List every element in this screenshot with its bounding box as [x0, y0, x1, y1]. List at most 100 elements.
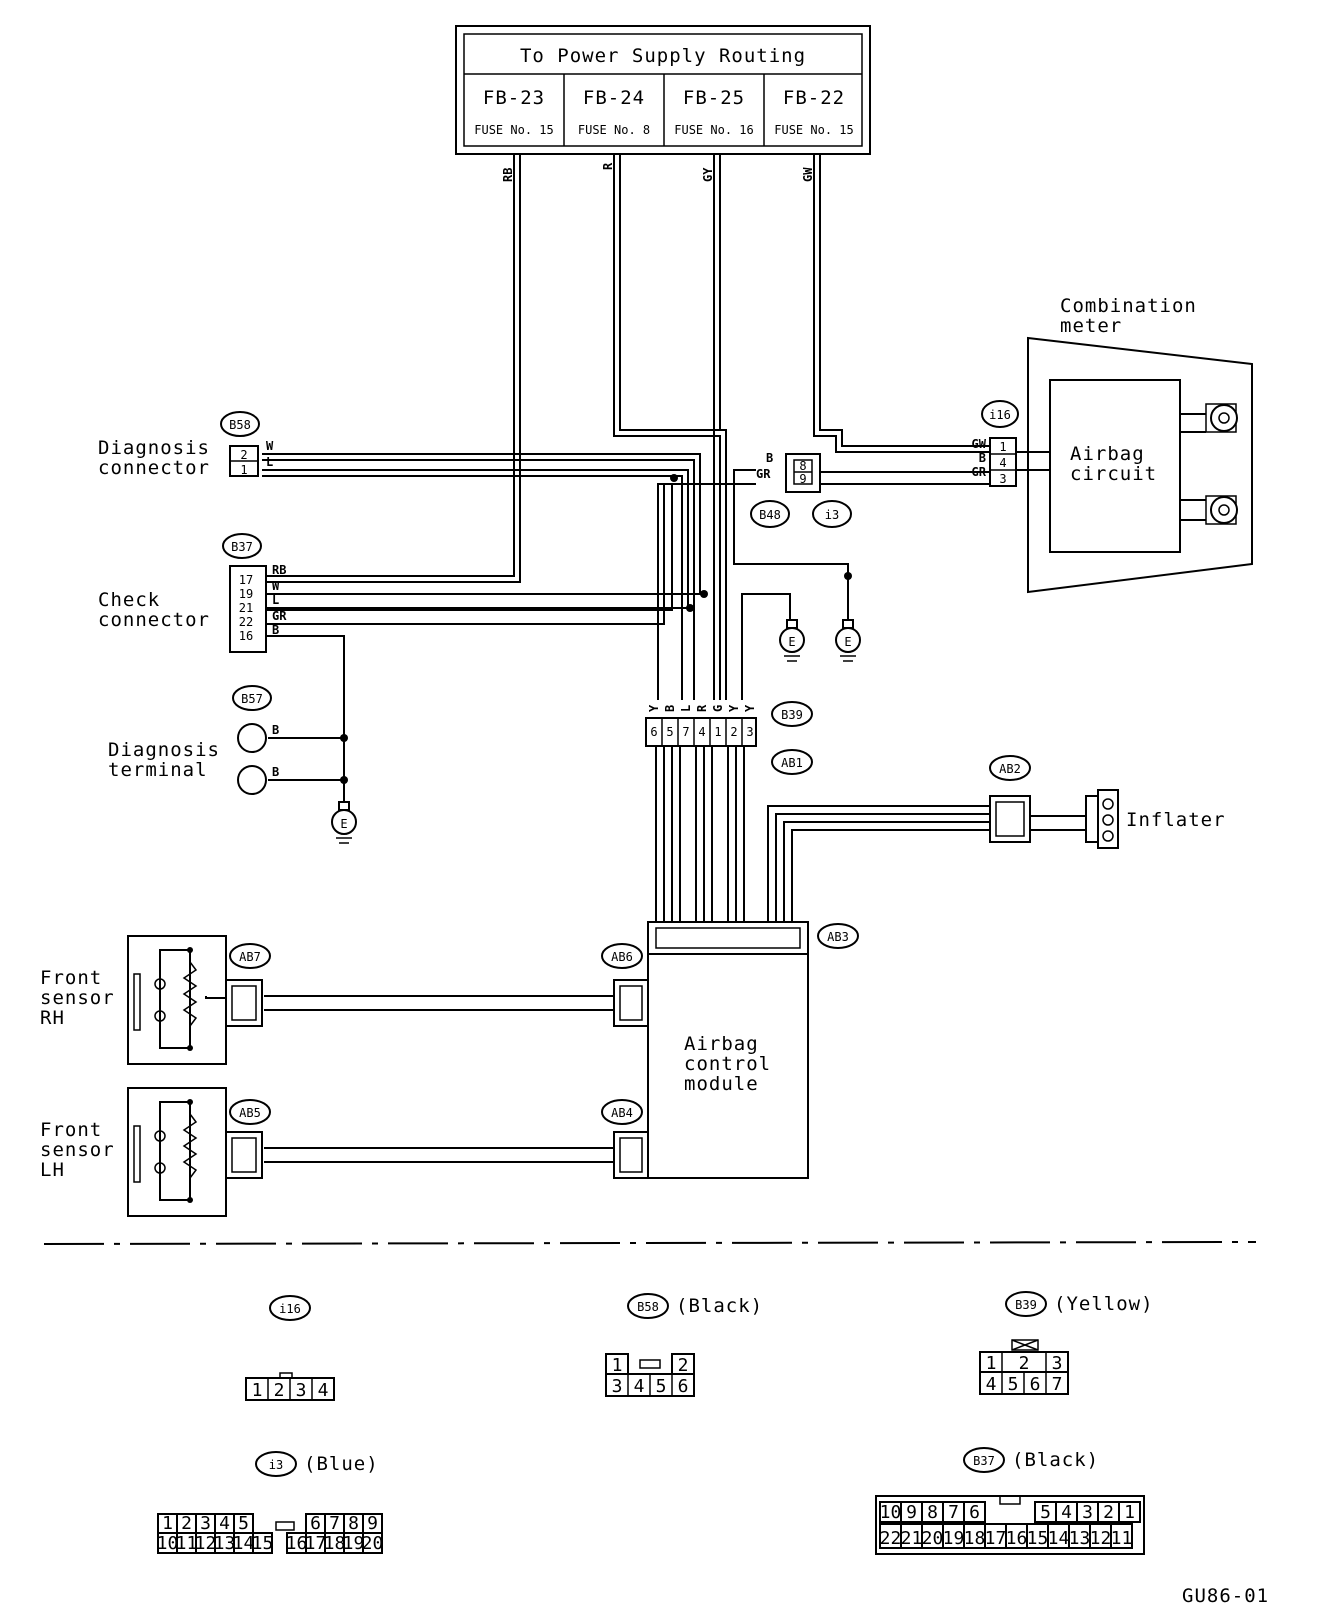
- b37-pin-16: 16: [239, 629, 253, 643]
- b39-view-pin: 3: [1052, 1353, 1063, 1374]
- b37-wire-w: W: [272, 579, 280, 593]
- fuse-number-15a: FUSE No. 15: [474, 123, 553, 137]
- pin-number: 15: [1027, 1528, 1049, 1549]
- front-sensor-lh-label-2: sensor: [40, 1139, 115, 1161]
- pin-number: 11: [176, 1533, 198, 1554]
- pin-number: 4: [219, 1513, 230, 1534]
- pin-number: 21: [901, 1528, 923, 1549]
- b37-wire-l: L: [272, 593, 279, 607]
- svg-text:E: E: [340, 817, 347, 831]
- b39-view-pin: 5: [1008, 1374, 1019, 1395]
- fuse-connector-fb24: FB-24: [583, 87, 645, 109]
- connector-b58-tag: B58: [229, 418, 251, 432]
- front-sensor-lh-label: Front: [40, 1119, 102, 1141]
- b39-view-pin: 2: [1019, 1353, 1030, 1374]
- inflater-pin-icon: [1102, 814, 1114, 826]
- b37-pin-17: 17: [239, 573, 253, 587]
- pin-number: 7: [329, 1513, 340, 1534]
- pin-number: 14: [1048, 1528, 1070, 1549]
- b37-wire-gr: GR: [272, 609, 287, 623]
- inflater: AB2 Inflater: [989, 755, 1226, 849]
- b39-pin: 5: [666, 725, 673, 739]
- b39-view-pin: 4: [986, 1374, 997, 1395]
- section-divider: [43, 1241, 1257, 1245]
- wire-label-gy: GY: [701, 167, 715, 182]
- b48-pin-8: 8: [799, 459, 806, 473]
- front-sensor-lh-label-3: LH: [40, 1159, 65, 1181]
- fuse-connector-fb25: FB-25: [683, 87, 745, 109]
- b39-wire-label: Y: [743, 704, 757, 712]
- connector-ab6-tag: AB6: [611, 950, 633, 964]
- b37-wire-rb: RB: [272, 563, 286, 577]
- pin-number: 5: [238, 1513, 249, 1534]
- airbag-circuit-label-2: circuit: [1070, 463, 1157, 485]
- b39-wire-label: G: [711, 705, 725, 712]
- pin-number: 14: [233, 1533, 255, 1554]
- pin-number: 16: [1006, 1528, 1028, 1549]
- diagnosis-terminal: B57 Diagnosis terminal B B: [108, 685, 279, 795]
- connector-view-b58-color: (Black): [676, 1295, 763, 1317]
- connector-view-i3-tag: i3: [269, 1458, 283, 1472]
- b39-pin: 7: [682, 725, 689, 739]
- i16-pin-4: 4: [999, 456, 1006, 470]
- pin-number: 3: [200, 1513, 211, 1534]
- ground-icon: E: [835, 619, 861, 662]
- terminal-icon: [237, 723, 267, 753]
- connector-ab7-tag: AB7: [239, 950, 261, 964]
- b58-view-pin: 5: [656, 1376, 667, 1397]
- pin-number: 3: [1082, 1502, 1093, 1523]
- b39-pin: 1: [714, 725, 721, 739]
- b58-view-pin: 3: [612, 1376, 623, 1397]
- b39-pin: 2: [730, 725, 737, 739]
- combination-meter-label: Combination: [1060, 295, 1197, 317]
- connector-b57-tag: B57: [241, 692, 263, 706]
- power-supply-title: To Power Supply Routing: [520, 45, 806, 67]
- b37-pin-21: 21: [239, 601, 253, 615]
- b57-wire-b: B: [272, 723, 279, 737]
- figure-code: GU86-01: [1182, 1585, 1269, 1607]
- i16-view-pin: 2: [274, 1380, 285, 1401]
- ground-icon: E: [779, 619, 805, 662]
- pin-number: 1: [1124, 1502, 1135, 1523]
- b37-pin-22: 22: [239, 615, 253, 629]
- b48-pin-9: 9: [799, 472, 806, 486]
- i16-pin-1: 1: [999, 440, 1006, 454]
- pin-number: 18: [324, 1533, 346, 1554]
- pin-number: 20: [362, 1533, 384, 1554]
- i16-view-pin: 4: [318, 1380, 329, 1401]
- b39-pin: 3: [746, 725, 753, 739]
- b37-pin-19: 19: [239, 587, 253, 601]
- combination-meter-label-2: meter: [1060, 315, 1122, 337]
- fuse-number-8: FUSE No. 8: [578, 123, 650, 137]
- fuse-connector-fb22: FB-22: [783, 87, 845, 109]
- b58-wire-w: W: [266, 439, 274, 453]
- b39-wire-label: R: [695, 704, 709, 712]
- i16-view-pin: 3: [296, 1380, 307, 1401]
- b39-wire-label: Y: [727, 704, 741, 712]
- pin-number: 6: [310, 1513, 321, 1534]
- pin-number: 10: [880, 1502, 902, 1523]
- connector-view-b37-tag: B37: [973, 1454, 995, 1468]
- splice-points: [340, 474, 852, 784]
- power-supply-box: To Power Supply Routing FB-23 FB-24 FB-2…: [455, 25, 871, 155]
- pin-number: 17: [985, 1528, 1007, 1549]
- pin-number: 7: [948, 1502, 959, 1523]
- pin-number: 9: [906, 1502, 917, 1523]
- inflater-label: Inflater: [1126, 809, 1226, 831]
- front-sensor-rh-label: Front: [40, 967, 102, 989]
- i16-pin-3: 3: [999, 472, 1006, 486]
- front-sensor-lh: Front sensor LH AB5: [40, 1087, 271, 1217]
- b37-wire-b: B: [272, 623, 279, 637]
- connector-ab3-tag: AB3: [827, 930, 849, 944]
- meter-lamp-icon: [1210, 404, 1238, 432]
- wire-label-r: R: [601, 162, 615, 170]
- pin-number: 22: [880, 1528, 902, 1549]
- i3-key-notch: [275, 1521, 295, 1531]
- b58-view-pin: 2: [678, 1355, 689, 1376]
- pin-number: 11: [1111, 1528, 1133, 1549]
- pin-number: 15: [252, 1533, 274, 1554]
- ground-icon: E: [331, 801, 357, 844]
- connector-view-b37-color: (Black): [1012, 1449, 1099, 1471]
- fuse-number-15b: FUSE No. 15: [774, 123, 853, 137]
